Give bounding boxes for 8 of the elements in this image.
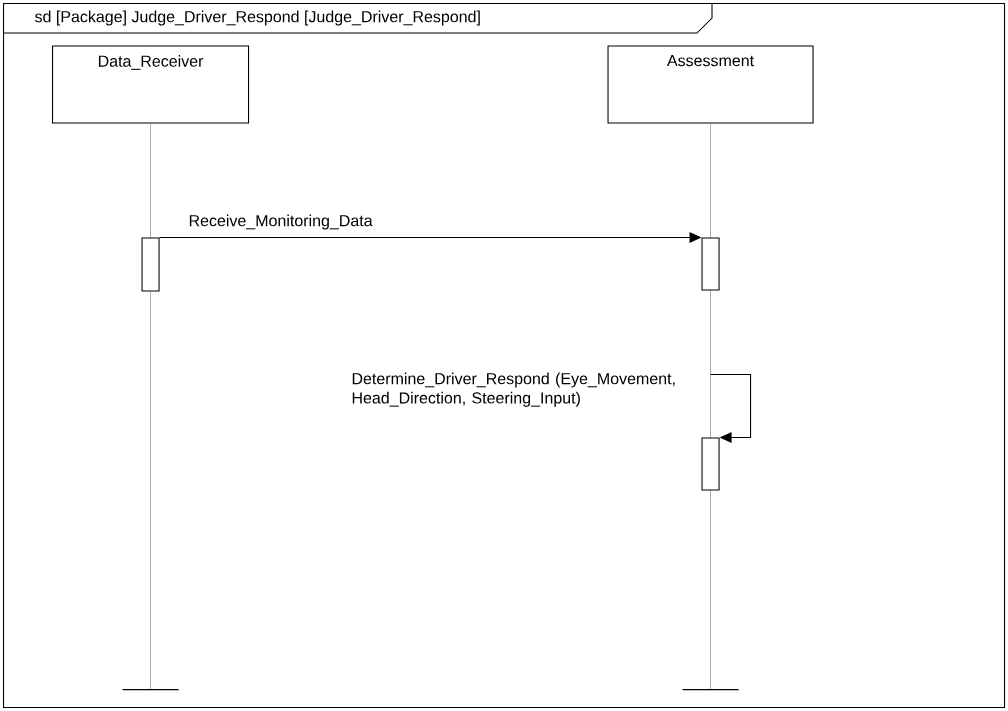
message-label: Receive_Monitoring_Data — [189, 214, 373, 230]
message-label: Determine_Driver_Respond (Eye_Movement, Head_Direction, Steering_Input) — [352, 372, 675, 407]
lifeline-head: Assessment — [607, 45, 814, 124]
lifeline-head: Data_Receiver — [52, 45, 250, 124]
self-message-arrow — [710, 374, 752, 443]
activation-bar — [701, 437, 720, 491]
activation-bar — [701, 237, 720, 291]
activation-bar — [141, 237, 160, 292]
